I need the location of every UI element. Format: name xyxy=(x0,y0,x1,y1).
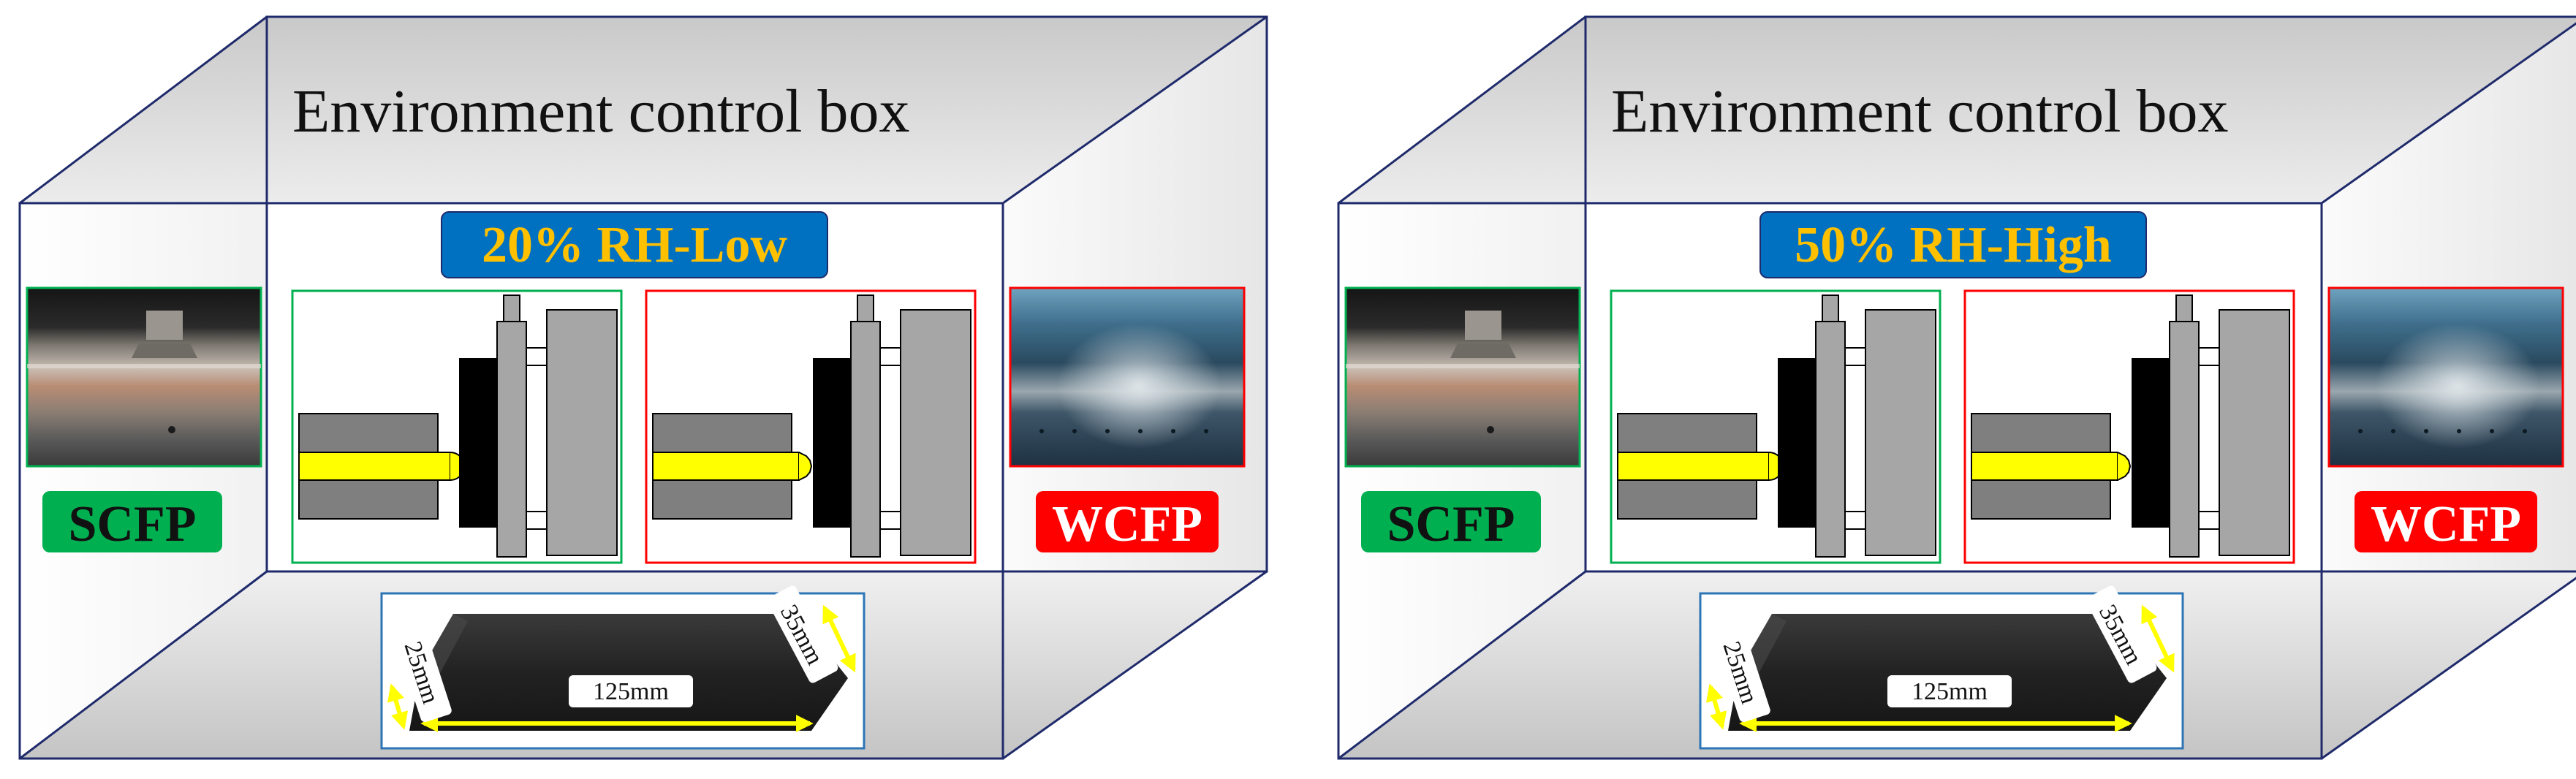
panel-low-rh: Environment control box 20% RH-Low SCFP … xyxy=(20,17,1267,759)
box-title: Environment control box xyxy=(1611,77,2229,145)
height-label-box xyxy=(393,622,452,723)
length-label-box xyxy=(569,675,693,707)
height-label-box xyxy=(1712,622,1770,723)
width-label-box xyxy=(767,585,838,683)
wcfp-tag xyxy=(1036,491,1219,552)
condition-label: 20% RH-Low xyxy=(482,217,788,273)
condition-badge xyxy=(441,211,828,278)
wcfp-tag xyxy=(2355,491,2537,552)
wcfp-tag-label: WCFP xyxy=(2371,496,2521,552)
wcfp-tag-label: WCFP xyxy=(1052,496,1202,552)
scfp-tag-label: SCFP xyxy=(69,496,197,552)
length-label: 125mm xyxy=(1912,678,1988,705)
scfp-tag-label: SCFP xyxy=(1387,496,1515,552)
length-label-box xyxy=(1887,675,2012,707)
condition-label: 50% RH-High xyxy=(1795,217,2112,273)
scfp-tag xyxy=(1361,491,1541,552)
width-label-box xyxy=(2086,585,2157,683)
box-title: Environment control box xyxy=(292,77,910,145)
length-label: 125mm xyxy=(593,678,669,705)
panel-high-rh: Environment control box 50% RH-High SCFP… xyxy=(1338,17,2576,759)
condition-badge xyxy=(1759,211,2147,278)
scfp-tag xyxy=(42,491,222,552)
specimen-photo: 125mm 35mm 25mm xyxy=(1712,585,2157,723)
